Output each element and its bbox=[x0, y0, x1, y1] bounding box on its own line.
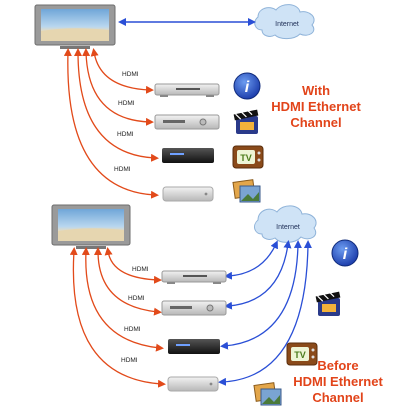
retro-tv-icon: TV bbox=[232, 145, 264, 169]
dvd-player-icon bbox=[161, 270, 227, 284]
svg-text:TV: TV bbox=[294, 350, 306, 360]
internet-cloud-icon: Internet bbox=[254, 205, 317, 243]
svg-text:i: i bbox=[343, 246, 348, 263]
hdmi-label: HDMI bbox=[124, 326, 141, 333]
hdmi-link bbox=[63, 48, 159, 199]
movie-clapper-icon bbox=[315, 291, 341, 316]
ethernet-link bbox=[218, 240, 312, 386]
info-icon: i bbox=[331, 239, 359, 267]
hdmi-links bbox=[69, 247, 166, 388]
hdmi-link bbox=[69, 247, 166, 388]
info-icon: i bbox=[233, 72, 261, 100]
title-line-1: Before bbox=[317, 358, 358, 373]
set-top-box-icon bbox=[162, 148, 214, 163]
title-line-3: Channel bbox=[312, 390, 363, 405]
internet-cloud-icon: Internet bbox=[254, 4, 315, 40]
hdmi-label: HDMI bbox=[122, 71, 139, 78]
dvd-player-icon bbox=[154, 83, 220, 97]
ethernet-links bbox=[218, 240, 312, 386]
receiver-icon bbox=[161, 300, 227, 316]
media-box-icon bbox=[162, 186, 214, 202]
movie-clapper-icon bbox=[233, 109, 259, 134]
tv-display-icon bbox=[51, 204, 131, 249]
hdmi-link bbox=[81, 247, 164, 352]
hdmi-label: HDMI bbox=[114, 166, 131, 173]
set-top-box-icon bbox=[168, 339, 220, 354]
receiver-icon bbox=[154, 114, 220, 130]
top-section: Internet HDMI HDMI HDMI HDMI bbox=[34, 4, 361, 203]
hdmi-label: HDMI bbox=[117, 131, 134, 138]
title-line-3: Channel bbox=[290, 115, 341, 130]
photo-icon bbox=[253, 382, 282, 406]
media-box-icon bbox=[167, 376, 219, 392]
ethernet-link bbox=[224, 240, 278, 280]
title-line-2: HDMI Ethernet bbox=[293, 374, 383, 389]
svg-text:i: i bbox=[245, 79, 250, 96]
cloud-label: Internet bbox=[276, 224, 300, 231]
hdmi-label: HDMI bbox=[121, 357, 138, 364]
hdmi-link bbox=[94, 247, 162, 316]
bottom-section: Internet HDMI HDMI HDMI HDMI bbox=[51, 204, 383, 406]
hdmi-link bbox=[82, 48, 154, 126]
title-line-1: With bbox=[302, 83, 330, 98]
title-line-2: HDMI Ethernet bbox=[271, 99, 361, 114]
hdmi-link bbox=[74, 48, 159, 162]
retro-tv-icon: TV bbox=[286, 342, 318, 366]
hdmi-links bbox=[63, 48, 159, 199]
hdmi-label: HDMI bbox=[118, 100, 135, 107]
cloud-label: Internet bbox=[275, 21, 299, 28]
tv-display-icon bbox=[34, 4, 116, 49]
photo-icon bbox=[232, 179, 261, 203]
svg-text:TV: TV bbox=[240, 153, 252, 163]
hdmi-label: HDMI bbox=[132, 266, 149, 273]
hdmi-label: HDMI bbox=[128, 295, 145, 302]
